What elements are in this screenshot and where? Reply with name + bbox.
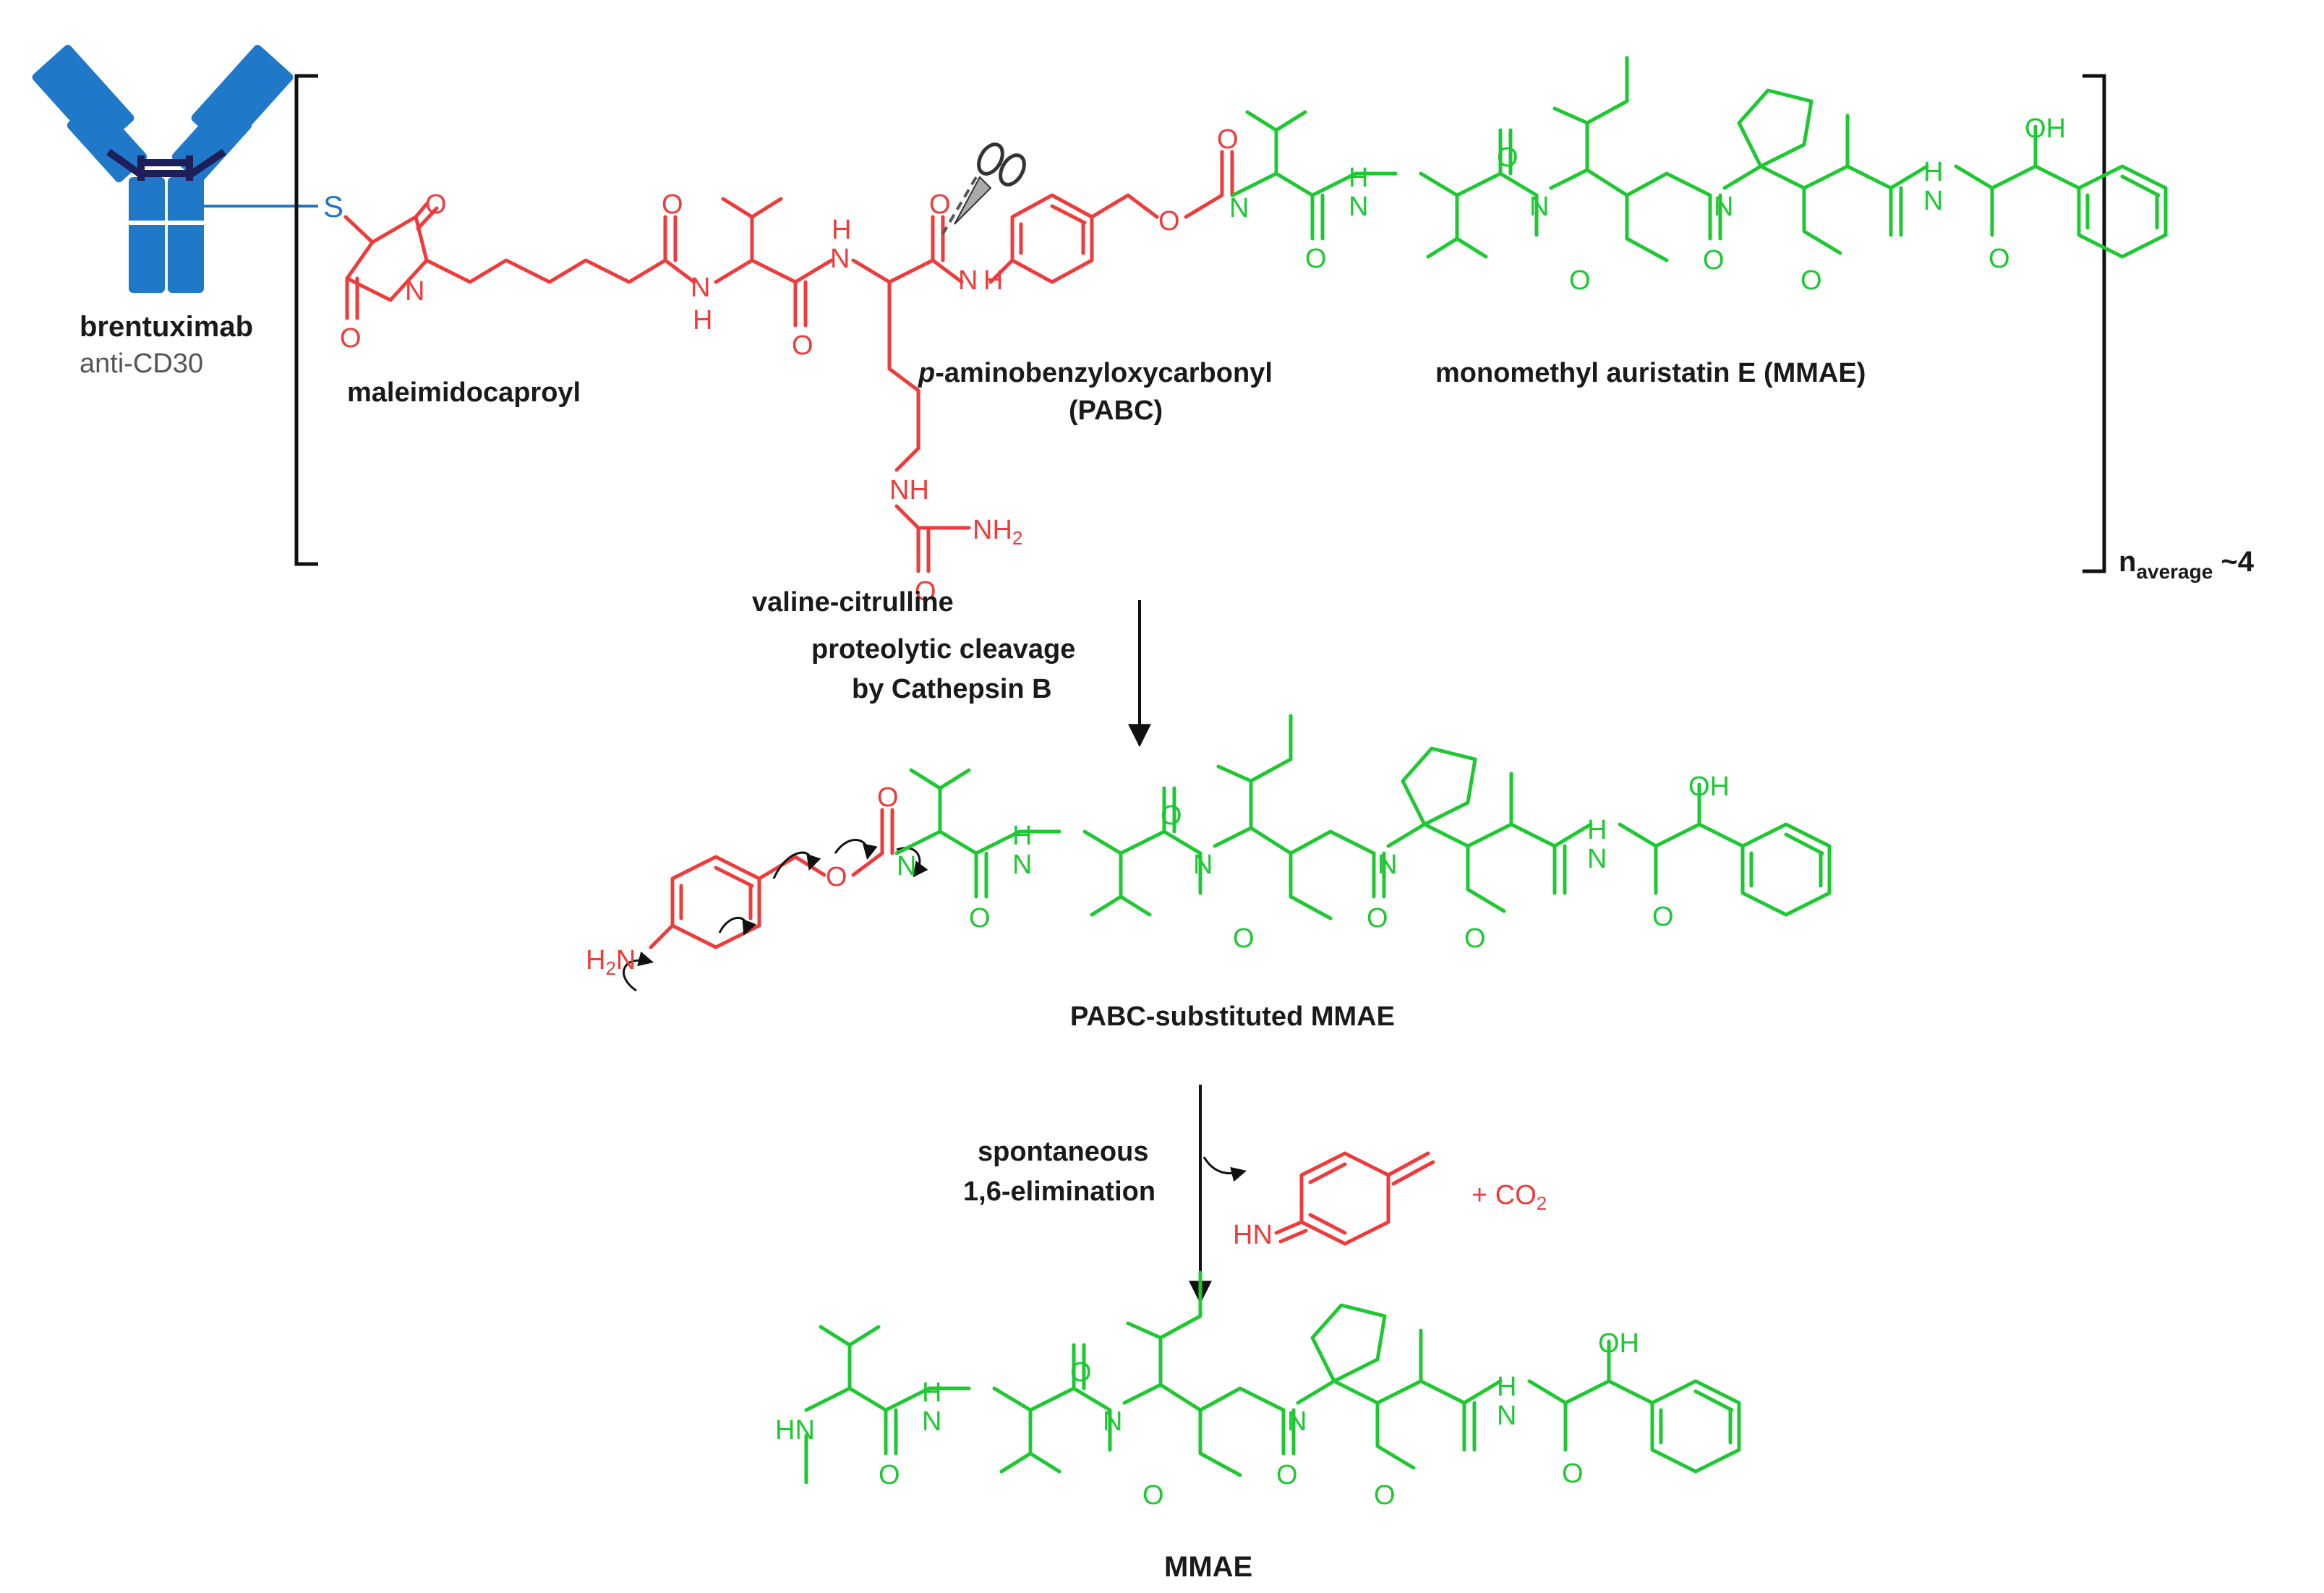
- atom-O-18: O: [1161, 800, 1182, 831]
- atom-O-22: O: [1652, 902, 1674, 932]
- atom-HN-1: HN: [775, 1415, 815, 1445]
- atom-H-7: H: [922, 1378, 941, 1408]
- atom-O-20: O: [1367, 903, 1388, 934]
- mmae-structure-conjugate: [1233, 58, 2166, 260]
- atom-O-28: O: [1562, 1459, 1584, 1489]
- label-pabc-abbr: (PABC): [1069, 396, 1163, 426]
- atom-OH-2: OH: [1688, 772, 1730, 802]
- pabc-structure: [988, 150, 1234, 284]
- atom-N-15: N: [922, 1406, 941, 1437]
- bracket-right: [2082, 74, 2106, 573]
- sulfur-atom: S: [323, 189, 343, 223]
- atom-H-3: H: [983, 265, 1003, 296]
- atom-O-6: O: [915, 576, 936, 607]
- atom-N-11: N: [1012, 850, 1032, 880]
- mmae-structure-product: [806, 1273, 1739, 1475]
- atom-O-14: O: [1988, 244, 2010, 274]
- atom-H-4: H: [1349, 163, 1368, 193]
- atom-N-8: N: [1714, 192, 1733, 222]
- atom-O-23: O: [879, 1460, 900, 1490]
- mmae-structure-intermediate: [897, 716, 1829, 918]
- atom-O-27: O: [1374, 1480, 1396, 1511]
- scissors-icon: [939, 142, 1026, 240]
- atom-O-21: O: [1464, 923, 1486, 954]
- electron-arrows: [623, 839, 928, 992]
- atom-N-10: N: [897, 851, 916, 881]
- atom-O-11: O: [1569, 265, 1591, 296]
- label-valine-citrulline: valine-citrulline: [752, 587, 954, 618]
- atom-OH-3: OH: [1598, 1328, 1639, 1359]
- atom-O-7: O: [1158, 206, 1180, 236]
- atom-O-2: O: [340, 323, 362, 354]
- atom-N-16: N: [1103, 1406, 1122, 1437]
- atom-N-18: N: [1497, 1401, 1516, 1431]
- co2-label: + CO2: [1471, 1180, 1547, 1214]
- atom-N-6: N: [1349, 192, 1368, 222]
- atom-O-13: O: [1800, 265, 1822, 296]
- maleimidocaproyl-structure: [343, 197, 971, 573]
- atom-H-1: H: [693, 305, 712, 336]
- label-product: MMAE: [1164, 1551, 1252, 1583]
- atom-O-3: O: [662, 189, 683, 220]
- atom-O-19: O: [1233, 923, 1255, 954]
- atom-O-17: O: [969, 903, 991, 934]
- atom-N-3: N: [830, 244, 850, 274]
- atom-H2N-1: H2N: [586, 945, 636, 979]
- atom-H-2: H: [832, 215, 851, 245]
- atom-N-13: N: [1377, 850, 1397, 880]
- atom-N-12: N: [1193, 850, 1213, 880]
- atom-O-9: O: [1305, 244, 1327, 274]
- atom-NH-2: H: [1923, 157, 1943, 187]
- atom-N-1: N: [405, 276, 424, 307]
- atom-H-8: H: [1497, 1372, 1516, 1402]
- bracket-left: [294, 74, 318, 566]
- label-intermediate: PABC-substituted MMAE: [1070, 1002, 1395, 1032]
- step2-line2: 1,6-elimination: [963, 1176, 1155, 1207]
- atom-O-12: O: [1703, 245, 1725, 276]
- atom-O-26: O: [1276, 1460, 1298, 1490]
- atom-O-4: O: [792, 330, 813, 361]
- atom-O-8: O: [1217, 124, 1239, 155]
- atom-N-9: N: [1923, 186, 1943, 216]
- atom-OH-1: OH: [2025, 114, 2066, 144]
- atom-N-14: N: [1587, 844, 1607, 874]
- antibody-target: anti-CD30: [80, 349, 203, 379]
- atom-N-5: N: [1229, 193, 1249, 223]
- step2-line1: spontaneous: [978, 1137, 1148, 1167]
- atom-N-7: N: [1529, 192, 1549, 222]
- label-maleimidocaproyl: maleimidocaproyl: [347, 377, 581, 408]
- atom-O-15: O: [826, 862, 847, 892]
- atom-N-17: N: [1287, 1406, 1307, 1437]
- atom-NH2-1: NH2: [973, 515, 1022, 549]
- atom-N-4: N: [958, 265, 978, 296]
- step1-line2: by Cathepsin B: [852, 674, 1052, 704]
- atom-NH-1: NH: [889, 475, 929, 505]
- atom-O-24: O: [1070, 1357, 1092, 1388]
- atom-O-16: O: [877, 782, 899, 813]
- step1-line1: proteolytic cleavage: [811, 634, 1075, 665]
- arrow-byproduct: [1202, 1156, 1247, 1182]
- atom-N-2: N: [691, 273, 710, 303]
- atom-O-5: O: [929, 189, 951, 220]
- antibody-icon: [32, 45, 318, 293]
- azaquinone-methide-structure: [1274, 1151, 1435, 1246]
- pabc-ring-intermediate: [649, 808, 894, 949]
- label-pabc: p-aminobenzyloxycarbonyl: [918, 358, 1273, 388]
- label-mmae-full: monomethyl auristatin E (MMAE): [1435, 358, 1866, 388]
- atom-H-6: H: [1587, 815, 1607, 845]
- atom-H-5: H: [1012, 821, 1032, 851]
- atom-HN-byproduct: HN: [1233, 1220, 1273, 1250]
- atom-O-25: O: [1142, 1480, 1164, 1511]
- antibody-name: brentuximab: [80, 311, 253, 343]
- dar-label: naverage ~4: [2119, 546, 2255, 583]
- atom-O-1: O: [425, 189, 447, 220]
- atom-O-10: O: [1497, 142, 1518, 173]
